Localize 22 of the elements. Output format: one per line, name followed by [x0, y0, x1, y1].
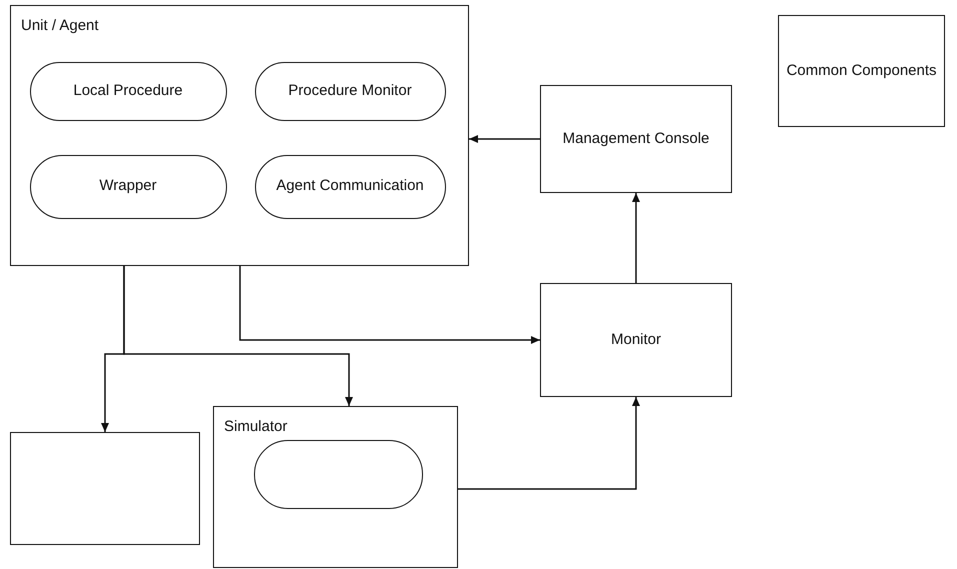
- arrow: [632, 193, 640, 283]
- node-label: Monitor: [610, 330, 662, 350]
- box-title: Unit / Agent: [21, 16, 99, 36]
- arrow: [469, 135, 540, 143]
- component-box: [540, 283, 732, 397]
- node-label: Common Components: [786, 60, 937, 81]
- rounded-box: [30, 62, 226, 120]
- node-label: Management Console: [562, 128, 710, 149]
- arrow: [458, 397, 640, 490]
- node-label: Wrapper: [99, 176, 157, 196]
- component-box: [10, 432, 200, 545]
- arrow: [239, 266, 540, 344]
- component-box: [540, 85, 732, 193]
- rounded-box: [254, 62, 446, 120]
- component-box: [778, 15, 945, 127]
- box-title: Simulator: [224, 417, 288, 437]
- arrow: [123, 266, 353, 406]
- node-label: Local Procedure: [73, 80, 183, 101]
- node-label: Procedure Monitor: [288, 80, 412, 101]
- container-box: [213, 406, 458, 568]
- node-label: Agent Communication: [276, 176, 424, 196]
- container-box: [10, 5, 469, 266]
